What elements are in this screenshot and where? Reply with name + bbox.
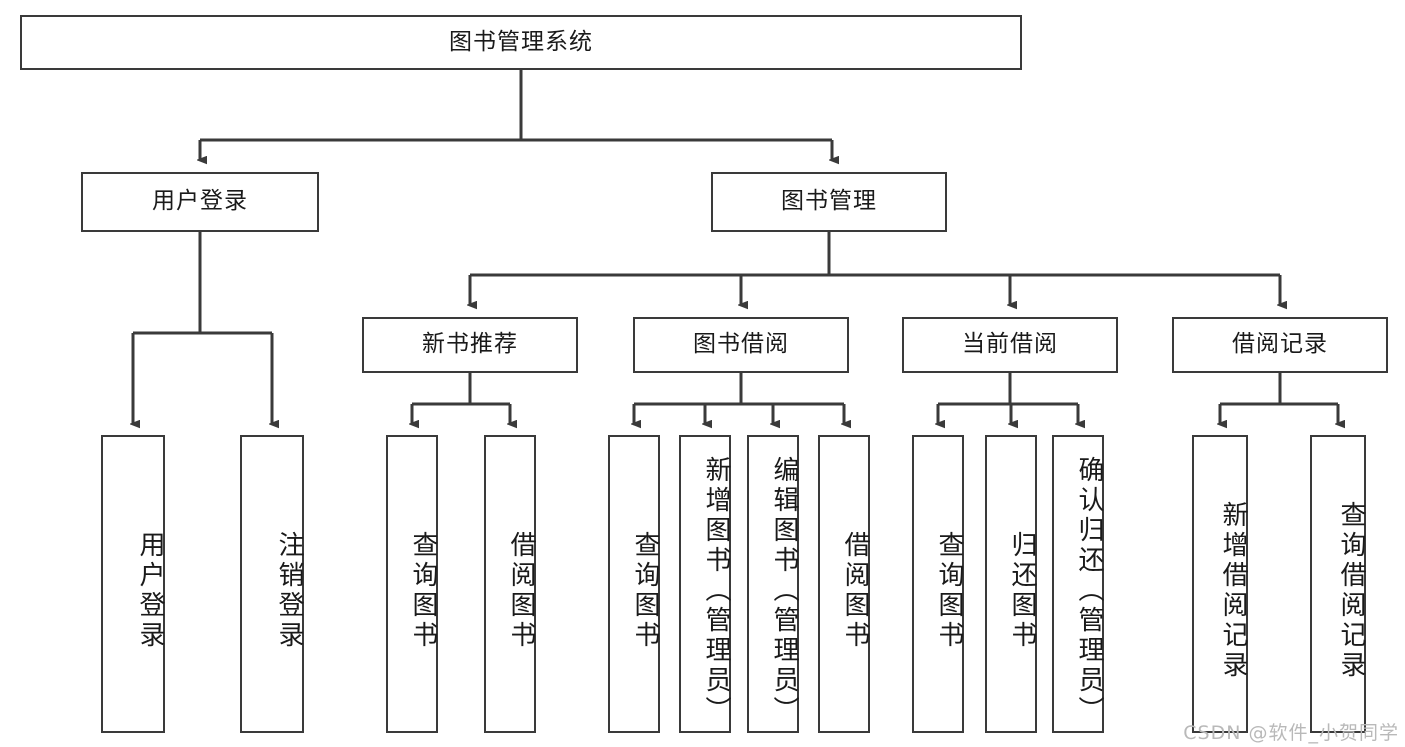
csdn-watermark: CSDN @软件_小贺同学 (1183, 722, 1399, 744)
node-label: 图书管理系统 (449, 28, 593, 55)
node-label: 编辑图书（管理员） (769, 456, 799, 726)
node-label: 图书管理 (781, 188, 877, 215)
leaf-user-login[interactable]: 用户登录 (101, 435, 165, 733)
node-label: 借阅图书 (840, 531, 870, 651)
node-label: 借阅图书 (506, 531, 536, 651)
node-book-management[interactable]: 图书管理 (711, 172, 947, 232)
leaf-add-borrow-record[interactable]: 新增借阅记录 (1192, 435, 1248, 733)
node-label: 用户登录 (135, 531, 165, 651)
node-current-borrowing[interactable]: 当前借阅 (902, 317, 1118, 373)
node-label: 归还图书 (1007, 531, 1037, 651)
node-new-book-recommendation[interactable]: 新书推荐 (362, 317, 578, 373)
leaf-borrow-books-recommendation[interactable]: 借阅图书 (484, 435, 536, 733)
node-borrowing-records[interactable]: 借阅记录 (1172, 317, 1388, 373)
node-label: 新增图书（管理员） (701, 456, 731, 726)
leaf-return-books[interactable]: 归还图书 (985, 435, 1037, 733)
leaf-query-books-borrowing[interactable]: 查询图书 (608, 435, 660, 733)
node-user-login[interactable]: 用户登录 (81, 172, 319, 232)
leaf-query-borrow-record[interactable]: 查询借阅记录 (1310, 435, 1366, 733)
node-label: 查询图书 (934, 531, 964, 651)
leaf-logout[interactable]: 注销登录 (240, 435, 304, 733)
node-root-book-management-system[interactable]: 图书管理系统 (20, 15, 1022, 70)
node-label: 注销登录 (274, 531, 304, 651)
node-label: 新书推荐 (422, 331, 518, 358)
node-label: 图书借阅 (693, 331, 789, 358)
node-label: 用户登录 (152, 188, 248, 215)
node-label: 当前借阅 (962, 331, 1058, 358)
leaf-query-books-recommendation[interactable]: 查询图书 (386, 435, 438, 733)
node-label: 借阅记录 (1232, 331, 1328, 358)
node-book-borrowing[interactable]: 图书借阅 (633, 317, 849, 373)
leaf-borrow-books[interactable]: 借阅图书 (818, 435, 870, 733)
leaf-add-book-admin[interactable]: 新增图书（管理员） (679, 435, 731, 733)
node-label: 新增借阅记录 (1218, 501, 1248, 681)
leaf-query-books-current[interactable]: 查询图书 (912, 435, 964, 733)
node-label: 查询图书 (408, 531, 438, 651)
node-label: 查询借阅记录 (1336, 501, 1366, 681)
node-label: 查询图书 (630, 531, 660, 651)
leaf-confirm-return-admin[interactable]: 确认归还（管理员） (1052, 435, 1104, 733)
node-label: 确认归还（管理员） (1074, 456, 1104, 726)
leaf-edit-book-admin[interactable]: 编辑图书（管理员） (747, 435, 799, 733)
